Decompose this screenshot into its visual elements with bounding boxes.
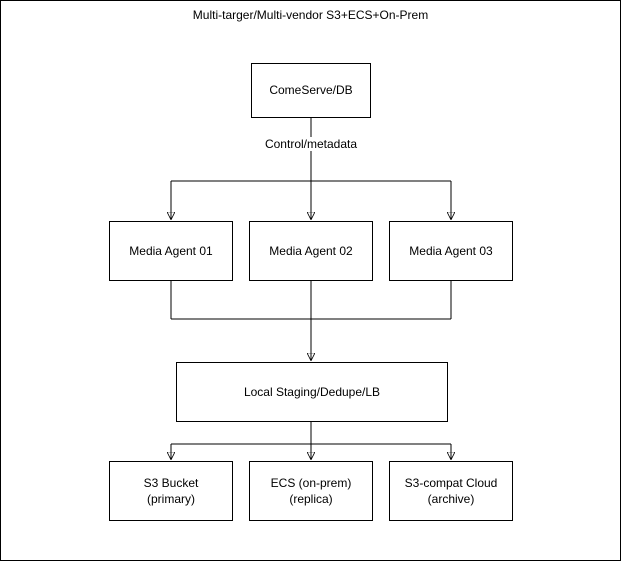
node-s3-bucket-primary: S3 Bucket (primary) xyxy=(109,461,233,521)
node-s3-compat-cloud-archive: S3-compat Cloud (archive) xyxy=(389,461,513,521)
node-local-staging-dedupe-lb: Local Staging/Dedupe/LB xyxy=(176,362,448,422)
node-media-agent-01: Media Agent 01 xyxy=(109,221,233,281)
node-media-agent-03: Media Agent 03 xyxy=(389,221,513,281)
node-commserve-db: ComeServe/DB xyxy=(251,63,371,118)
node-ecs-on-prem-replica: ECS (on-prem) (replica) xyxy=(249,461,373,521)
node-media-agent-02: Media Agent 02 xyxy=(249,221,373,281)
edge-label-control-metadata: Control/metadata xyxy=(261,137,361,151)
diagram-title: Multi-targer/Multi-vendor S3+ECS+On-Prem xyxy=(192,8,429,22)
